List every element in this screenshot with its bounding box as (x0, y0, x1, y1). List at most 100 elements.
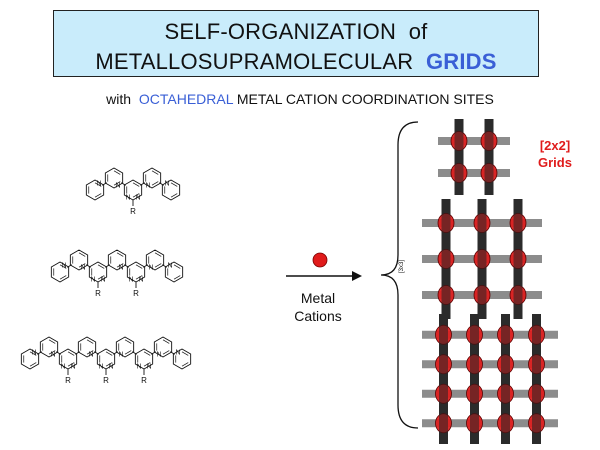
grid-3x3-small-label: [3x3] (399, 260, 405, 273)
bar-overlap (501, 413, 510, 433)
double-bond (105, 351, 113, 356)
bar-overlap (477, 285, 487, 305)
cations-label: Cations (294, 308, 342, 324)
grid-structures (422, 119, 558, 444)
double-bond (29, 351, 37, 356)
nitrogen-label: N (100, 277, 105, 284)
subtitle-rest: METAL CATION COORDINATION SITES (236, 91, 494, 107)
pyridine-ring (20, 348, 40, 370)
substituent-r-label: R (141, 376, 147, 385)
pyridine-ring (39, 336, 59, 358)
nitrogen-label: N (135, 195, 140, 202)
vertical-ligand-bar (454, 119, 464, 195)
double-bond (170, 193, 178, 198)
nitrogen-label: N (88, 352, 93, 359)
bar-overlap (477, 213, 487, 233)
double-bond (59, 275, 67, 280)
nitrogen-label: N (125, 195, 130, 202)
curly-brace (380, 121, 419, 429)
nitrogen-label: N (128, 277, 133, 284)
double-bond (162, 350, 170, 355)
nitrogen-label: N (164, 181, 169, 188)
bar-overlap (532, 384, 541, 404)
grid-2x2-label: [2x2] (539, 138, 571, 153)
reaction-arrow (286, 252, 362, 281)
double-bond (59, 264, 67, 269)
bar-overlap (439, 325, 448, 345)
pyridine-ring (153, 336, 173, 358)
nitrogen-label: N (50, 352, 55, 359)
substituent-r-label: R (95, 289, 101, 298)
double-bond (154, 263, 162, 268)
pyridine-ring (69, 249, 89, 271)
double-bond (105, 362, 113, 367)
double-bond (116, 263, 124, 268)
nitrogen-label: N (136, 364, 141, 371)
nitrogen-label: N (118, 352, 123, 359)
double-bond (67, 351, 75, 356)
horizontal-ligand-bar (422, 330, 558, 339)
pyridine-ring (142, 167, 162, 189)
double-bond (124, 350, 132, 355)
substituent-r-label: R (65, 376, 71, 385)
grids-word-label: Grids (538, 155, 572, 170)
double-bond (181, 362, 189, 367)
nitrogen-label: N (108, 364, 113, 371)
nitrogen-label: N (146, 364, 151, 371)
nitrogen-label: N (70, 364, 75, 371)
bar-overlap (484, 131, 494, 151)
vertical-ligand-bar (501, 314, 510, 444)
bar-overlap (454, 163, 464, 183)
double-bond (143, 351, 151, 356)
vertical-ligand-bar (470, 314, 479, 444)
bar-overlap (532, 413, 541, 433)
bar-overlap (532, 354, 541, 374)
nitrogen-label: N (138, 277, 143, 284)
double-bond (162, 339, 170, 344)
nitrogen-label: N (167, 263, 172, 270)
bar-overlap (439, 413, 448, 433)
pyridine-ring (104, 167, 124, 189)
nitrogen-label: N (90, 277, 95, 284)
bar-overlap (441, 249, 451, 269)
title-line-2: METALLOSUPRAMOLECULAR GRIDS (54, 49, 538, 75)
double-bond (135, 264, 143, 269)
pyridine-ring (164, 261, 184, 283)
double-bond (173, 275, 181, 280)
bar-overlap (470, 354, 479, 374)
double-bond (48, 339, 56, 344)
nitrogen-label: N (60, 364, 65, 371)
grid-3x3 (422, 199, 542, 319)
double-bond (170, 182, 178, 187)
bar-overlap (513, 249, 523, 269)
title-metallosupramolecular: METALLOSUPRAMOLECULAR (95, 49, 414, 74)
horizontal-ligand-bar (438, 169, 510, 177)
double-bond (78, 252, 86, 257)
double-bond (113, 170, 121, 175)
pyridine-ring (161, 179, 181, 201)
double-bond (78, 263, 86, 268)
bar-overlap (470, 413, 479, 433)
title-box: SELF-ORGANIZATION of METALLOSUPRAMOLECUL… (53, 10, 539, 77)
double-bond (132, 182, 140, 187)
substituent-r-label: R (133, 289, 139, 298)
vertical-ligand-bar (484, 119, 494, 195)
pyridine-ring (85, 179, 105, 201)
bar-overlap (441, 213, 451, 233)
bar-overlap (513, 213, 523, 233)
substituent-r-label: R (130, 207, 136, 216)
double-bond (151, 181, 159, 186)
bar-overlap (501, 384, 510, 404)
bar-overlap (454, 131, 464, 151)
double-bond (181, 351, 189, 356)
double-bond (67, 362, 75, 367)
nitrogen-label: N (98, 364, 103, 371)
grid-2x2 (438, 119, 510, 195)
nitrogen-label: N (156, 352, 161, 359)
double-bond (124, 339, 132, 344)
vertical-ligand-bar (532, 314, 541, 444)
